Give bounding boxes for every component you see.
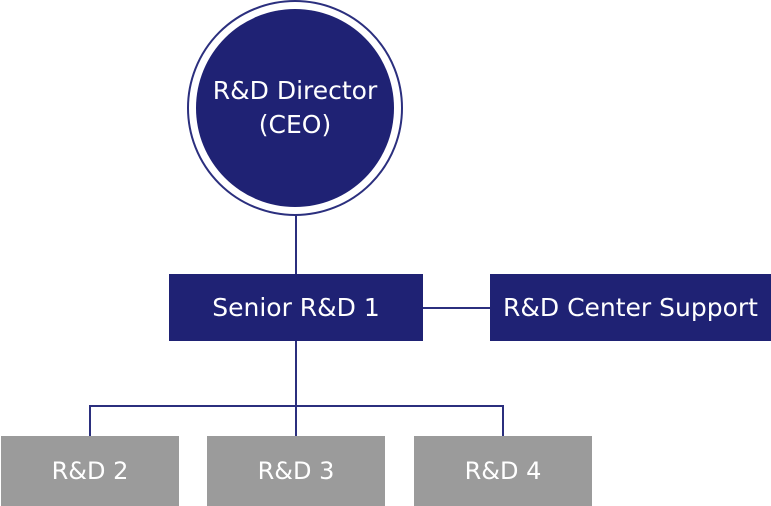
connector-team-4	[502, 405, 504, 436]
connector-team-3	[295, 405, 297, 436]
rd-center-support-node: R&D Center Support	[490, 274, 771, 341]
connector-senior-down	[295, 340, 297, 406]
connector-director-senior	[295, 215, 297, 274]
director-node: R&D Director (CEO)	[196, 9, 394, 207]
team-label: R&D 3	[257, 457, 335, 485]
team-node-rd-2: R&D 2	[1, 436, 179, 506]
connector-senior-support	[423, 307, 491, 309]
director-subtitle: (CEO)	[258, 110, 332, 139]
director-title: R&D Director	[212, 76, 378, 105]
team-node-rd-4: R&D 4	[414, 436, 592, 506]
rd-center-support-label: R&D Center Support	[503, 293, 758, 322]
team-label: R&D 4	[464, 457, 542, 485]
senior-rd-label: Senior R&D 1	[212, 293, 380, 322]
team-label: R&D 2	[51, 457, 129, 485]
team-node-rd-3: R&D 3	[207, 436, 385, 506]
connector-team-2	[89, 405, 91, 436]
senior-rd-node: Senior R&D 1	[169, 274, 423, 341]
